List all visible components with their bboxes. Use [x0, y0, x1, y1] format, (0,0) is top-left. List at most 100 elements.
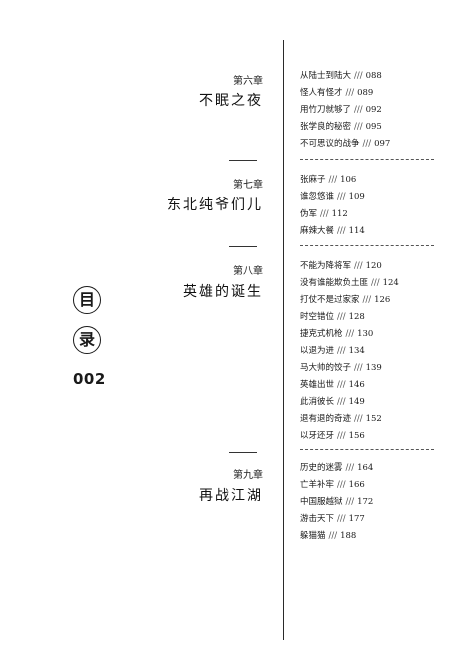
- section-entry[interactable]: 伪军///112: [300, 206, 365, 223]
- section-page: 106: [340, 175, 357, 185]
- page-separator: ///: [320, 209, 329, 219]
- section-page: 130: [357, 329, 374, 339]
- section-title: 打仗不是过家家: [300, 295, 360, 305]
- chapter-number: 第七章: [233, 180, 263, 191]
- section-title: 以退为进: [300, 346, 335, 356]
- chapter-title: 不眠之夜: [199, 93, 263, 109]
- section-entry[interactable]: 怪人有怪才///089: [300, 85, 390, 102]
- section-entry[interactable]: 不能为降将军///120: [300, 258, 399, 275]
- section-entry[interactable]: 张麻子///106: [300, 172, 365, 189]
- section-list: 张麻子///106 谁忽悠谁///109 伪军///112 麻辣大餐///114: [300, 172, 365, 240]
- page-separator: ///: [337, 380, 346, 390]
- section-list: 不能为降将军///120 没有谁能欺负土匪///124 打仗不是过家家///12…: [300, 258, 399, 445]
- section-entry[interactable]: 马大帅的饺子///139: [300, 360, 399, 377]
- page-separator: ///: [337, 397, 346, 407]
- section-title: 张学良的秘密: [300, 122, 352, 132]
- section-rule: [300, 245, 434, 246]
- chapter-rule: [229, 246, 257, 247]
- section-entry[interactable]: 时空错位///128: [300, 309, 399, 326]
- section-entry[interactable]: 此消彼长///149: [300, 394, 399, 411]
- section-page: 166: [348, 480, 365, 490]
- chapter-rule: [229, 160, 257, 161]
- chapter-title: 再战江湖: [199, 488, 263, 504]
- section-entry[interactable]: 退有退的奇迹///152: [300, 411, 399, 428]
- section-title: 躲猫猫: [300, 531, 326, 541]
- page-separator: ///: [337, 226, 346, 236]
- section-title: 没有谁能欺负土匪: [300, 278, 369, 288]
- toc-char-lu: 录: [73, 326, 101, 354]
- section-page: 152: [365, 414, 382, 424]
- section-page: 124: [382, 278, 399, 288]
- section-title: 此消彼长: [300, 397, 335, 407]
- section-title: 退有退的奇迹: [300, 414, 352, 424]
- section-page: 114: [348, 226, 365, 236]
- section-entry[interactable]: 躲猫猫///188: [300, 528, 373, 545]
- section-page: 146: [348, 380, 365, 390]
- page-number: 002: [73, 370, 106, 388]
- section-page: 097: [374, 139, 391, 149]
- section-title: 历史的迷雾: [300, 463, 343, 473]
- section-title: 亡羊补牢: [300, 480, 335, 490]
- page-separator: ///: [345, 463, 355, 473]
- section-entry[interactable]: 从陆士到陆大///088: [300, 68, 390, 85]
- section-entry[interactable]: 英雄出世///146: [300, 377, 399, 394]
- section-title: 谁忽悠谁: [300, 192, 335, 202]
- toc-char-mu: 目: [73, 286, 101, 314]
- page-separator: ///: [354, 71, 363, 81]
- chapter-number: 第八章: [233, 266, 263, 277]
- section-rule: [300, 449, 434, 450]
- section-page: 156: [348, 431, 365, 441]
- section-entry[interactable]: 不可思议的战争///097: [300, 136, 390, 153]
- page-separator: ///: [345, 497, 355, 507]
- section-title: 时空错位: [300, 312, 335, 322]
- section-entry[interactable]: 亡羊补牢///166: [300, 477, 373, 494]
- section-entry[interactable]: 没有谁能欺负土匪///124: [300, 275, 399, 292]
- page-separator: ///: [337, 346, 346, 356]
- section-page: 134: [348, 346, 365, 356]
- section-page: 092: [365, 105, 382, 115]
- section-page: 177: [348, 514, 365, 524]
- page-separator: ///: [337, 312, 346, 322]
- section-entry[interactable]: 打仗不是过家家///126: [300, 292, 399, 309]
- section-entry[interactable]: 用竹刀就够了///092: [300, 102, 390, 119]
- section-page: 126: [374, 295, 391, 305]
- page-separator: ///: [354, 122, 363, 132]
- section-entry[interactable]: 游击天下///177: [300, 511, 373, 528]
- section-rule: [300, 159, 434, 160]
- section-page: 088: [365, 71, 382, 81]
- section-entry[interactable]: 中国服越狱///172: [300, 494, 373, 511]
- page-separator: ///: [337, 480, 346, 490]
- section-page: 128: [348, 312, 365, 322]
- section-title: 英雄出世: [300, 380, 335, 390]
- section-list: 从陆士到陆大///088 怪人有怪才///089 用竹刀就够了///092 张学…: [300, 68, 390, 153]
- section-entry[interactable]: 麻辣大餐///114: [300, 223, 365, 240]
- chapter-number: 第九章: [233, 470, 263, 481]
- section-page: 172: [357, 497, 374, 507]
- section-title: 伪军: [300, 209, 318, 219]
- vertical-divider: [283, 40, 284, 640]
- section-title: 中国服越狱: [300, 497, 343, 507]
- section-page: 164: [357, 463, 374, 473]
- section-title: 游击天下: [300, 514, 335, 524]
- section-title: 马大帅的饺子: [300, 363, 352, 373]
- section-page: 109: [348, 192, 365, 202]
- section-entry[interactable]: 捷克式机枪///130: [300, 326, 399, 343]
- section-title: 从陆士到陆大: [300, 71, 352, 81]
- chapter-number: 第六章: [233, 76, 263, 87]
- page-separator: ///: [328, 531, 338, 541]
- section-title: 怪人有怪才: [300, 88, 343, 98]
- page-separator: ///: [354, 105, 363, 115]
- section-title: 不能为降将军: [300, 261, 352, 271]
- page-separator: ///: [337, 431, 346, 441]
- section-page: 095: [365, 122, 382, 132]
- section-entry[interactable]: 以退为进///134: [300, 343, 399, 360]
- section-title: 张麻子: [300, 175, 326, 185]
- page-separator: ///: [371, 278, 380, 288]
- page-separator: ///: [345, 88, 355, 98]
- page-separator: ///: [362, 139, 372, 149]
- section-entry[interactable]: 历史的迷雾///164: [300, 460, 373, 477]
- section-entry[interactable]: 张学良的秘密///095: [300, 119, 390, 136]
- section-page: 089: [357, 88, 374, 98]
- section-entry[interactable]: 谁忽悠谁///109: [300, 189, 365, 206]
- section-entry[interactable]: 以牙还牙///156: [300, 428, 399, 445]
